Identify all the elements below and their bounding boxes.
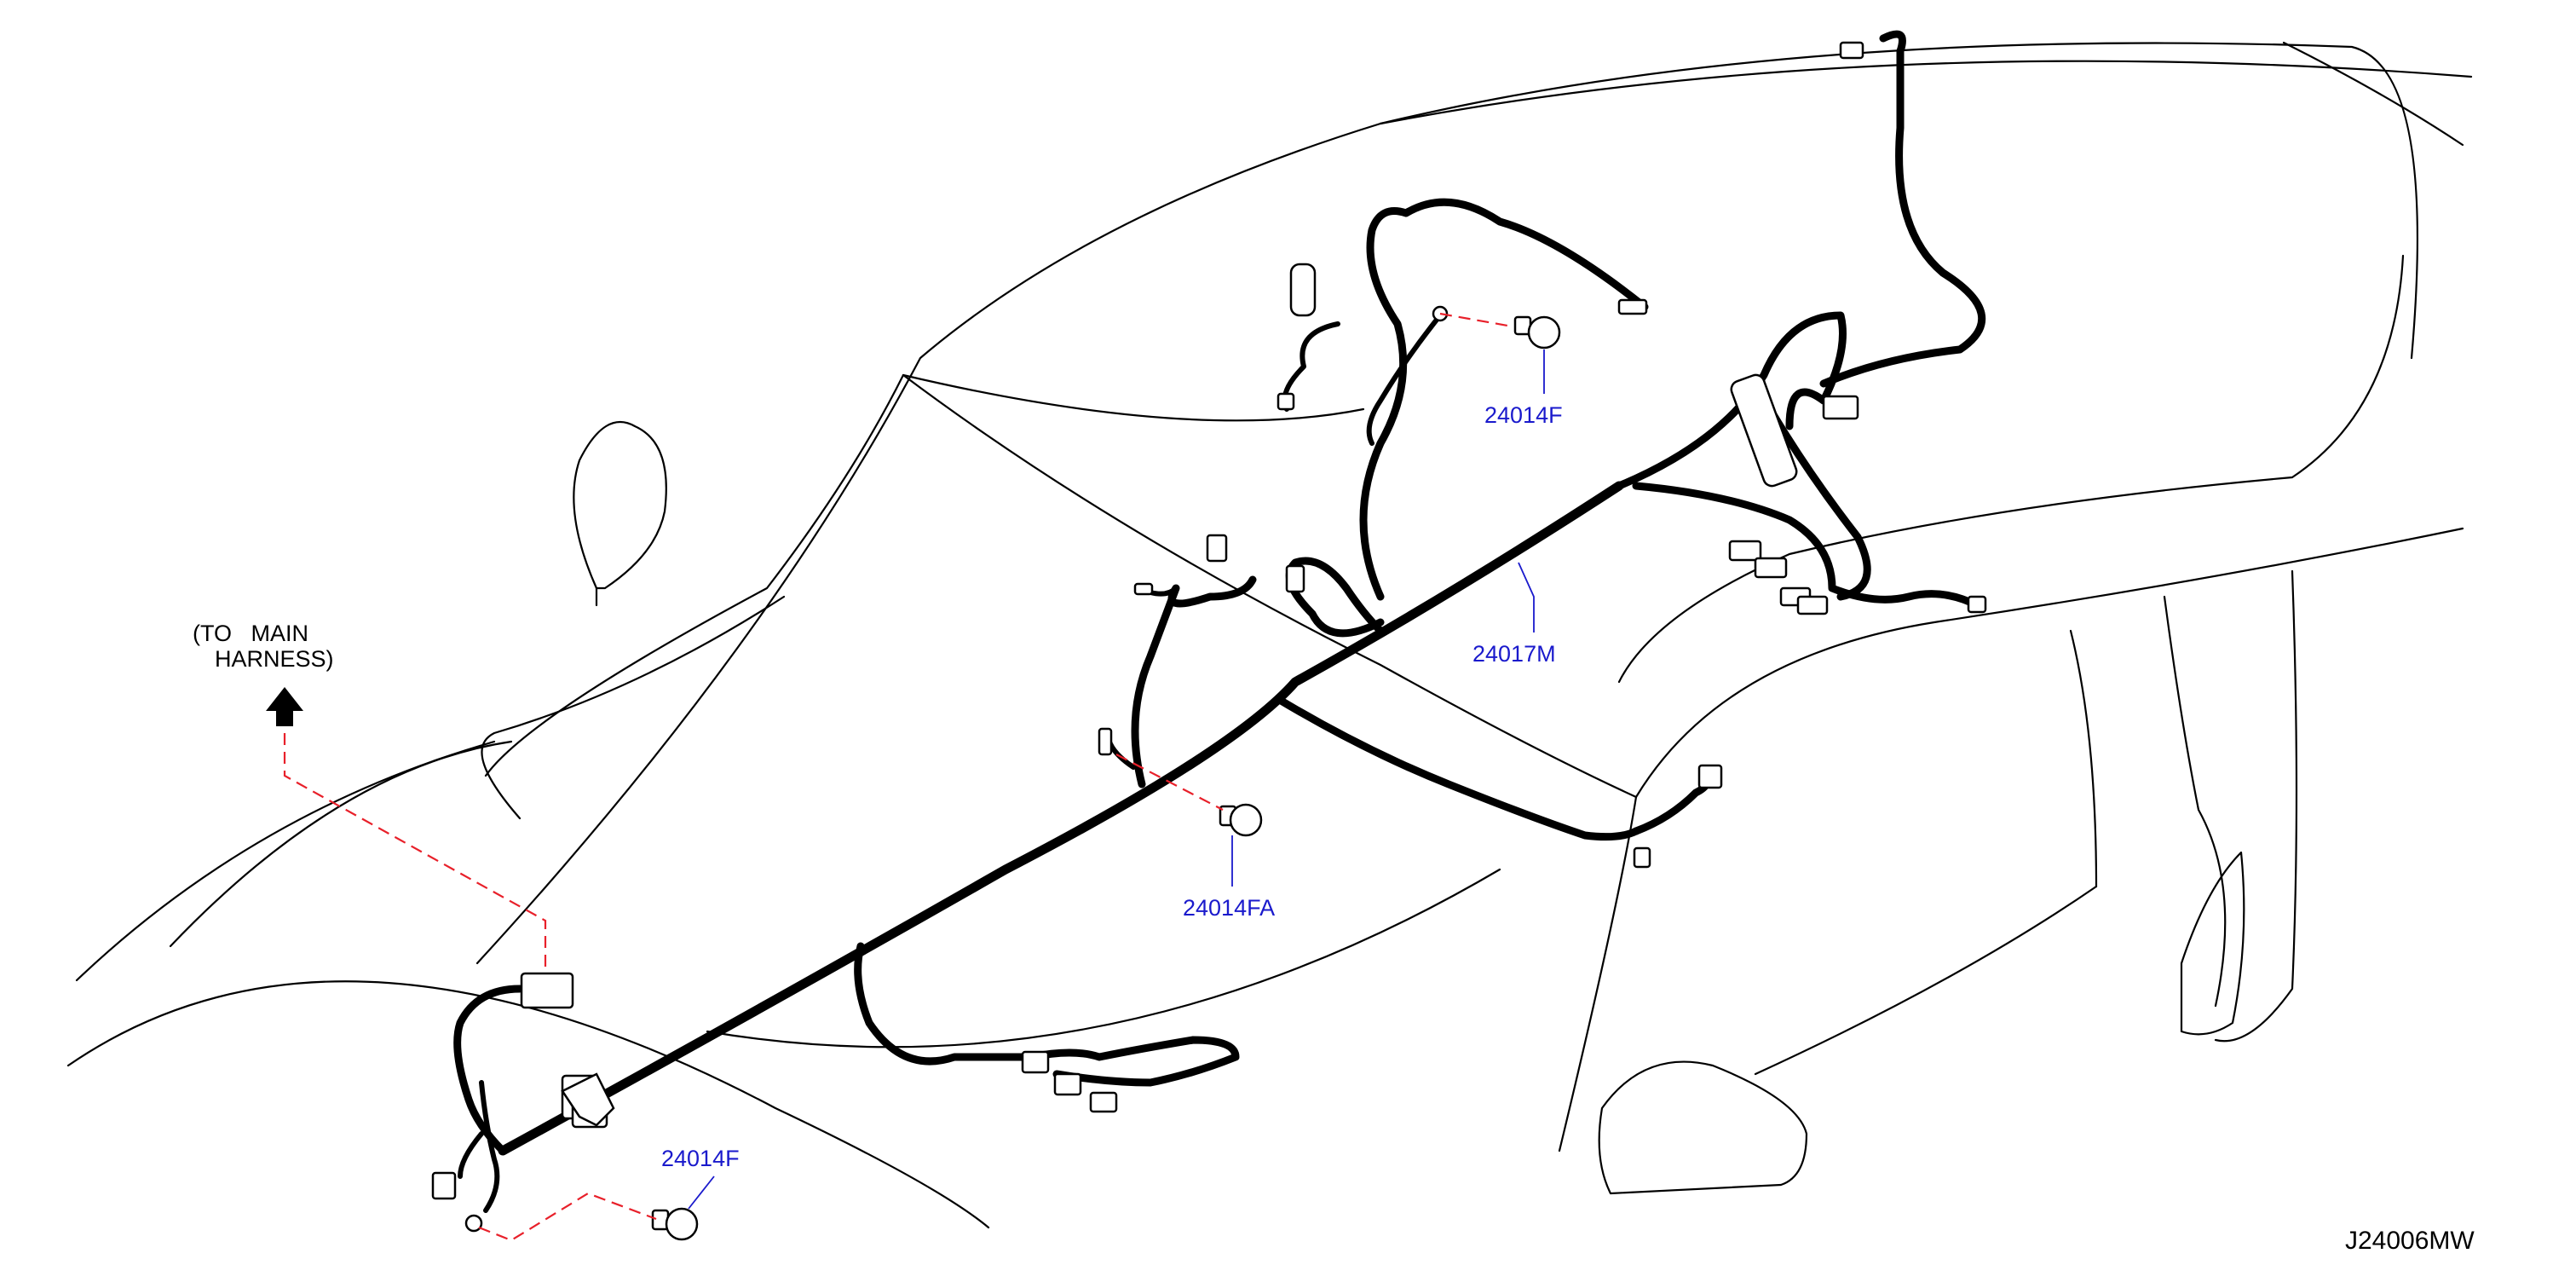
harness-ground-lead: [479, 1080, 500, 1213]
part-label-24017m: 24017M: [1472, 641, 1556, 667]
connector-center-drop: [1098, 727, 1113, 756]
connector-upper-4: [1617, 298, 1648, 315]
mirror-front: [573, 421, 667, 590]
harness-upper-ground-lead: [1366, 313, 1443, 446]
dash-main-harness: [283, 733, 547, 972]
door-window-lower: [1754, 885, 2098, 1076]
hood-left: [75, 740, 496, 982]
connector-left-clip: [1133, 582, 1154, 596]
connector-roof-1: [1730, 373, 1798, 488]
harness-ground-lead-2: [458, 1131, 484, 1179]
harness-front-up: [1359, 198, 1649, 601]
roof-rear-outer: [1617, 254, 2405, 684]
reference-lines: [283, 312, 1513, 1242]
leader-24017m: [1518, 562, 1535, 632]
bolts: [651, 315, 1561, 1241]
connector-center-2: [1053, 1072, 1082, 1096]
harness-center-loop: [1285, 557, 1385, 638]
connector-upper-2: [1285, 564, 1305, 593]
harness-center-down: [1632, 482, 1981, 609]
diagram-id: J24006MW: [2345, 1227, 2475, 1255]
bolt-icon: [651, 1207, 699, 1241]
connector-roof-4: [1754, 557, 1788, 579]
leader-lines: [688, 349, 1545, 1210]
connector-roof-2: [1822, 395, 1859, 420]
ground-eyelet-left: [464, 1214, 483, 1233]
c-pillar: [2163, 595, 2227, 1008]
harness-roof-branch: [1615, 311, 1847, 490]
leader-24014f-bottom: [688, 1175, 715, 1210]
harness-left-loop: [1131, 575, 1257, 788]
dash-bolt-bottom: [478, 1192, 657, 1242]
connector-roof-3: [1728, 540, 1762, 562]
harness-front-left: [453, 985, 524, 1155]
part-label-24014f-top: 24014F: [1484, 402, 1563, 428]
part-label-24014f-bottom: 24014F: [661, 1146, 740, 1171]
b-pillar: [2069, 629, 2098, 888]
harness-clip-lead-left: [1148, 586, 1179, 597]
hood-edge: [66, 980, 990, 1229]
harness-24017m: [453, 30, 1986, 1213]
harness-main-trunk: [498, 481, 1624, 1156]
dash-bolt-top: [1439, 312, 1513, 328]
rear-quarter: [2180, 851, 2245, 1036]
connector-ground-left: [431, 1171, 457, 1200]
roof-side-upper: [1379, 60, 2473, 125]
harness-lower-branch: [854, 942, 1240, 1087]
note-to-main-harness-line1: (TO MAIN: [193, 621, 308, 646]
part-label-24014fa: 24014FA: [1183, 895, 1275, 921]
connectors: [431, 41, 1987, 1233]
connector-pillar: [1697, 764, 1723, 789]
connector-roof-6: [1796, 595, 1829, 615]
a-pillar: [1558, 795, 1638, 1152]
bolt-icon: [1219, 803, 1263, 837]
rear-pillar: [2214, 569, 2298, 1043]
windshield-base: [902, 373, 1365, 422]
labels: (TO MAIN HARNESS) 24014F 24017M 24014FA …: [193, 402, 2475, 1255]
clip-front-left: [561, 1072, 615, 1127]
car-body-outline: [66, 41, 2473, 1229]
mirror-side: [1598, 1060, 1808, 1195]
bolt-icon: [1513, 315, 1561, 349]
arrow-up-icon: [266, 687, 303, 726]
connector-center-3: [1089, 1091, 1118, 1113]
roof-front-edge: [475, 42, 2419, 965]
dash-line: [706, 868, 1501, 1048]
connector-main-harness: [520, 972, 574, 1009]
harness-right-down: [1632, 771, 1711, 835]
windshield-top: [902, 373, 1638, 799]
fender-line: [169, 740, 513, 948]
connector-upper-3: [1289, 263, 1317, 317]
connector-pillar-low: [1633, 846, 1651, 869]
connector-upper-1: [1206, 534, 1228, 563]
harness-headliner: [1274, 695, 1640, 841]
connector-ground-upper: [1276, 392, 1295, 411]
door-top: [1634, 527, 2464, 799]
windshield-outer: [484, 373, 905, 777]
note-to-main-harness-line2: HARNESS): [215, 646, 334, 672]
connector-rear-right: [1967, 595, 1987, 614]
roof-rear-edge: [2282, 41, 2464, 147]
dash-bolt-center: [1115, 754, 1224, 811]
harness-rear-lamp: [1819, 30, 1986, 388]
connector-center-1: [1021, 1050, 1050, 1074]
connector-rear-lamp: [1839, 41, 1864, 60]
windshield-inner: [481, 595, 786, 820]
